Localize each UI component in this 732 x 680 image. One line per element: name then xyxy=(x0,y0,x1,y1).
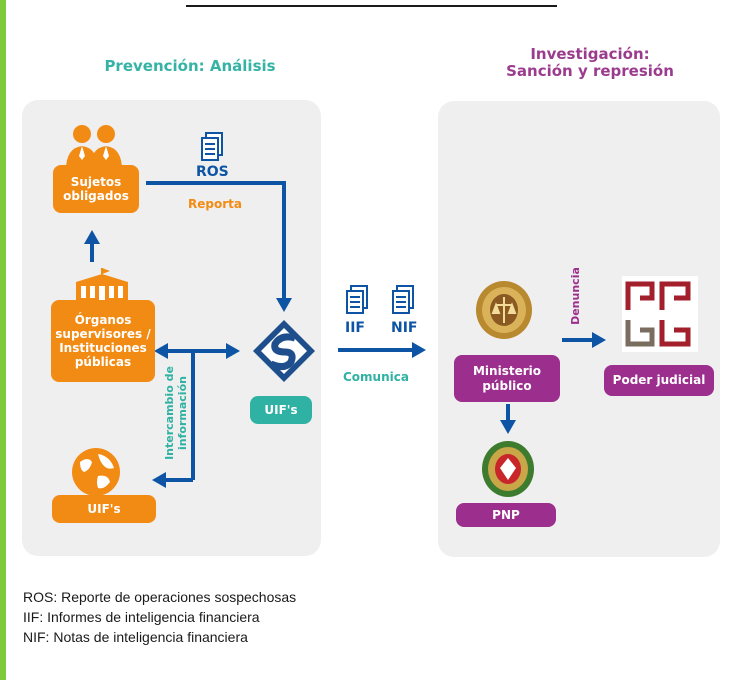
document-icon xyxy=(392,285,414,314)
top-rule xyxy=(186,5,557,7)
organos-label-1: Órganos xyxy=(74,313,132,327)
comunica-label: Comunica xyxy=(343,370,409,384)
ministerio-publico-box: Ministerio público xyxy=(454,355,560,402)
intercambio-label-1: Intercambio de xyxy=(163,366,176,460)
uif-logo-icon xyxy=(253,320,315,382)
intercambio-label: Intercambio de información xyxy=(163,353,193,473)
reporta-label: Reporta xyxy=(188,197,242,211)
pnp-box: PNP xyxy=(456,503,556,527)
building-icon xyxy=(76,268,128,302)
uif-center-label: UIF's xyxy=(264,403,298,417)
arrowhead-to-sujetos xyxy=(84,230,100,244)
uif-center-box: UIF's xyxy=(250,396,312,424)
sujetos-label-2: obligados xyxy=(63,189,129,203)
investigation-header-line1: Investigación: xyxy=(530,45,650,63)
denuncia-label: Denuncia xyxy=(569,267,582,325)
globe-icon xyxy=(72,448,120,496)
ministerio-seal-icon xyxy=(476,281,532,339)
legend: ROS: Reporte de operaciones sospechosas … xyxy=(23,587,296,647)
pnp-label: PNP xyxy=(492,507,520,522)
poder-judicial-label: Poder judicial xyxy=(612,373,706,387)
uif-bottom-box: UIF's xyxy=(52,495,156,523)
arrowhead-to-organos xyxy=(154,343,168,359)
sujetos-label-1: Sujetos xyxy=(70,175,122,189)
ministerio-label-1: Ministerio xyxy=(472,363,541,378)
legend-item-iif: IIF: Informes de inteligencia financiera xyxy=(23,609,260,625)
document-icon xyxy=(346,285,368,314)
investigation-header-line2: Sanción y represión xyxy=(506,62,674,80)
poder-judicial-box: Poder judicial xyxy=(604,365,714,396)
sujetos-obligados-box: Sujetos obligados xyxy=(53,165,139,213)
arrowhead-to-uif-center xyxy=(226,343,240,359)
organos-label-3: Instituciones xyxy=(59,341,147,355)
document-icon xyxy=(201,132,223,161)
pnp-emblem-icon xyxy=(482,441,534,497)
ministerio-label-2: público xyxy=(482,378,532,393)
left-accent-bar xyxy=(0,0,6,680)
arrowhead-to-pnp xyxy=(500,420,516,434)
arrowhead-to-ministerio xyxy=(412,342,426,358)
ros-label: ROS xyxy=(196,164,229,180)
uif-bottom-label: UIF's xyxy=(87,502,121,516)
legend-item-ros: ROS: Reporte de operaciones sospechosas xyxy=(23,589,297,605)
arrowhead-to-poder-judicial xyxy=(592,332,606,348)
poder-judicial-logo-icon xyxy=(622,276,698,352)
prevention-header: Prevención: Análisis xyxy=(104,57,276,75)
nif-label: NIF xyxy=(391,320,418,336)
people-icon xyxy=(66,125,122,170)
arrowhead-to-uif-bottom xyxy=(152,472,166,488)
organos-label-2: supervisores / xyxy=(55,327,151,341)
intercambio-label-2: información xyxy=(176,376,189,450)
legend-item-nif: NIF: Notas de inteligencia financiera xyxy=(23,629,248,645)
organos-label-4: públicas xyxy=(74,355,132,369)
arrowhead-to-uif xyxy=(276,298,292,312)
iif-label: IIF xyxy=(345,320,365,336)
organos-supervisores-box: Órganos supervisores / Instituciones púb… xyxy=(51,300,155,382)
